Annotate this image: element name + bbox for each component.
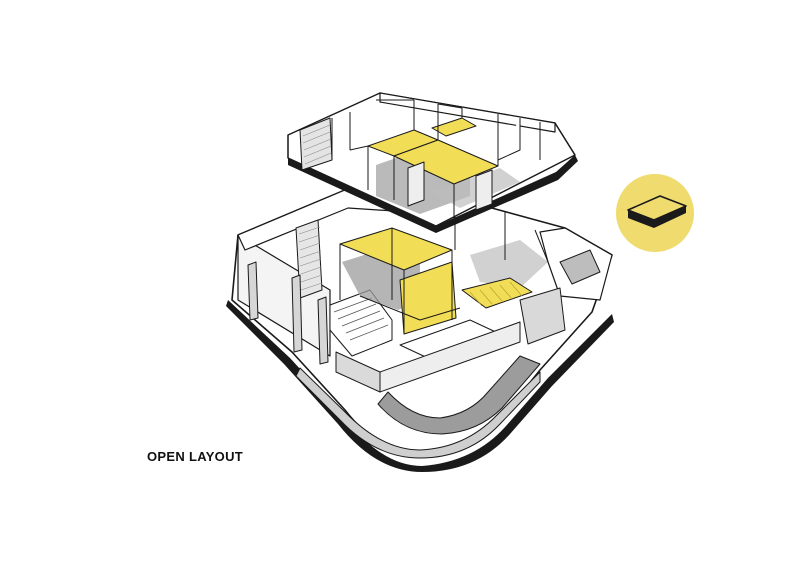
ground-floor-model [226,189,614,472]
upper-floor-model [287,92,578,233]
louver-screen-left [295,219,323,299]
columns [247,261,329,365]
upper-walls [287,92,576,158]
driveway [377,355,541,435]
upper-slab-edge [288,155,578,233]
diagram-caption: OPEN LAYOUT [147,449,244,464]
highlight-zone-terrace [461,277,533,309]
pavement [295,367,541,459]
slab-icon [616,174,694,252]
highlight-zone-wall [399,261,457,335]
upper-partitions [331,99,541,218]
